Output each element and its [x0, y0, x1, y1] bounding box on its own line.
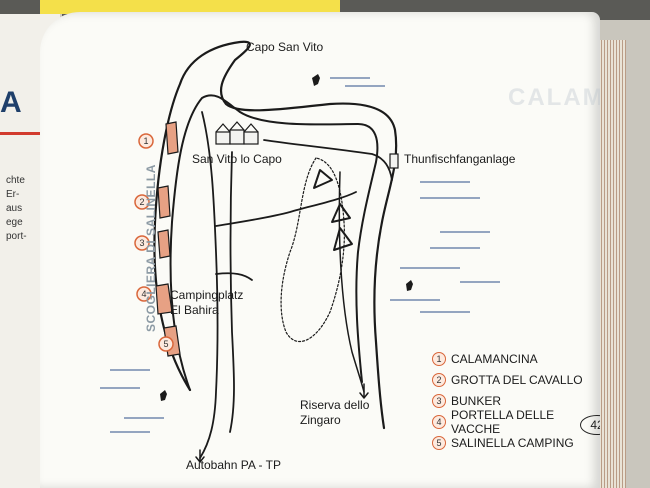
label-autobahn: Autobahn PA - TP — [186, 458, 281, 472]
marker-3-number: 3 — [139, 238, 144, 248]
beach-4 — [155, 283, 173, 315]
beach-3 — [157, 229, 171, 259]
coastline-outer — [153, 40, 398, 430]
marker-1-circle — [138, 133, 154, 149]
diver-icon-2 — [406, 280, 413, 291]
legend-number: 3 — [432, 393, 446, 408]
diver-icon-3 — [160, 390, 167, 401]
marker-1-number: 1 — [143, 136, 148, 146]
label-san-vito-lo-capo: San Vito lo Capo — [192, 152, 282, 166]
legend-item: 4 PORTELLA DELLE VACCHE — [432, 408, 600, 436]
marker-2-circle — [134, 194, 150, 210]
coastline-inner — [169, 94, 379, 391]
map-drawing: 1 2 3 4 5 — [100, 40, 500, 463]
town-house-2 — [229, 129, 245, 145]
legend-item: 3 BUNKER — [432, 390, 600, 411]
legend-label: BUNKER — [451, 393, 502, 408]
legend-number: 2 — [432, 372, 446, 387]
legend-number: 1 — [432, 351, 446, 366]
label-scogliera-di-salinella: SCOGLIERA DI SALINELLA — [144, 164, 158, 332]
yellow-cover-strip — [40, 0, 340, 14]
road-coastal — [199, 111, 219, 459]
guidebook-map-page: CALAMANCINA — [40, 12, 600, 488]
diver-icon-1 — [312, 74, 320, 86]
tower-icon — [389, 153, 399, 169]
reserve-outline — [280, 157, 345, 343]
town-roofs — [215, 121, 259, 133]
faded-heading: CALAMANCINA — [508, 84, 600, 111]
legend-label: GROTTA DEL CAVALLO — [451, 372, 583, 387]
arrow-autobahn — [195, 449, 205, 463]
marker-3-circle — [134, 235, 150, 251]
road-zingaro — [338, 171, 365, 393]
legend-label: SALINELLA CAMPING — [451, 435, 574, 450]
page-edge — [596, 40, 626, 488]
left-page-red-rule — [0, 132, 60, 135]
legend-label: CALAMANCINA — [451, 351, 538, 366]
mountain-1 — [313, 169, 333, 189]
label-riserva: Riserva dello — [300, 398, 370, 412]
beach-2 — [157, 185, 171, 219]
map-legend: 1 CALAMANCINA 2 GROTTA DEL CAVALLO 3 BUN… — [432, 348, 600, 453]
legend-label: PORTELLA DELLE VACCHE — [451, 407, 555, 436]
marker-5-number: 5 — [163, 339, 168, 349]
marker-5-circle — [158, 336, 174, 352]
left-page-text: chte Er- aus ege port- — [6, 175, 27, 242]
road-cross-south — [215, 272, 253, 281]
town-house-1 — [215, 131, 231, 145]
legend-item: 1 CALAMANCINA — [432, 348, 600, 369]
left-page-letter: A — [0, 86, 22, 119]
label-el-bahira: El Bahira — [170, 303, 219, 317]
label-thunfischfanganlage: Thunfischfanganlage — [404, 152, 516, 166]
legend-number: 5 — [432, 435, 446, 450]
marker-4-number: 4 — [141, 289, 146, 299]
legend-item: 2 GROTTA DEL CAVALLO — [432, 369, 600, 390]
legend-item: 5 SALINELLA CAMPING — [432, 432, 600, 453]
marker-2-number: 2 — [139, 197, 144, 207]
arrow-zingaro — [359, 383, 369, 399]
town-house-3 — [243, 131, 259, 145]
beach-1 — [165, 121, 179, 155]
legend-number: 4 — [432, 414, 446, 429]
mountain-3 — [333, 227, 353, 251]
road-inland — [229, 151, 235, 433]
mountain-2 — [331, 203, 351, 223]
road-town — [263, 139, 393, 181]
label-campingplatz: Campingplatz — [170, 288, 244, 302]
marker-4-circle — [136, 286, 152, 302]
label-zingaro: Zingaro — [300, 413, 341, 427]
label-capo-san-vito: Capo San Vito — [246, 40, 324, 54]
